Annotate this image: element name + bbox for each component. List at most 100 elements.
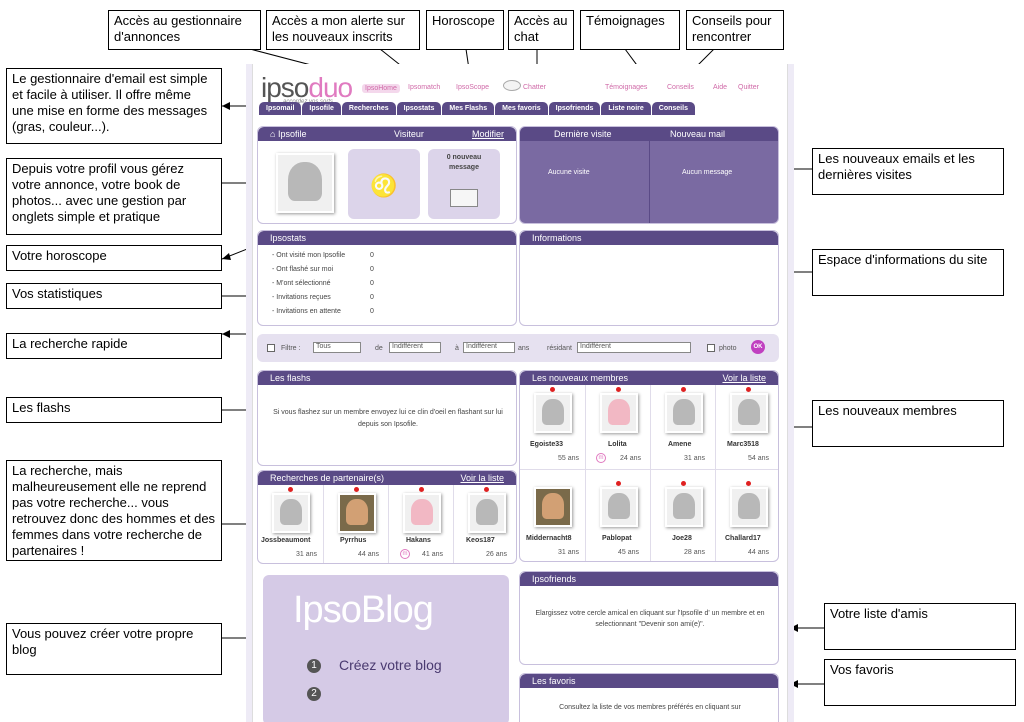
member-name[interactable]: Amene bbox=[668, 441, 692, 448]
member-name[interactable]: Middernacht8 bbox=[526, 535, 572, 542]
partner-name[interactable]: Keos187 bbox=[466, 537, 495, 544]
stat-label[interactable]: - Ont flashé sur moi bbox=[272, 266, 334, 273]
informations-header: Informations bbox=[520, 231, 778, 245]
favorites-panel: Les favoris Consultez la liste de vos me… bbox=[519, 673, 779, 722]
zodiac-icon: ♌ bbox=[370, 173, 398, 198]
tab-ipsofriends[interactable]: Ipsofriends bbox=[548, 102, 601, 115]
callout-flashs: Les flashs bbox=[6, 397, 222, 423]
new-mail-heading: Nouveau mail bbox=[670, 129, 726, 139]
col-divider bbox=[650, 385, 651, 561]
partner-photo[interactable] bbox=[272, 493, 310, 533]
toplink-chatter[interactable]: Chatter bbox=[523, 84, 546, 91]
toplink-ipsomatch[interactable]: Ipsomatch bbox=[408, 84, 441, 91]
pin-icon bbox=[681, 387, 686, 392]
toplink-aide[interactable]: Aide bbox=[713, 84, 728, 91]
modify-link[interactable]: Modifier bbox=[471, 129, 504, 139]
favorites-header: Les favoris bbox=[520, 674, 778, 688]
tab-mes-flashs[interactable]: Mes Flashs bbox=[442, 102, 495, 115]
tab-liste-noire[interactable]: Liste noire bbox=[601, 102, 651, 115]
create-blog-text: Créez votre blog bbox=[339, 657, 442, 673]
stat-label[interactable]: - M'ont sélectionné bbox=[272, 280, 331, 287]
member-photo[interactable] bbox=[534, 393, 572, 433]
message-widget[interactable]: 0 nouveau message bbox=[428, 149, 500, 219]
tab-ipsostats[interactable]: Ipsostats bbox=[396, 102, 442, 115]
stat-value: 0 bbox=[370, 266, 374, 273]
tab-mes-favoris[interactable]: Mes favoris bbox=[495, 102, 548, 115]
main-nav-tabs: Ipsomail Ipsofile Recherches Ipsostats M… bbox=[259, 102, 695, 115]
no-visit-text: Aucune visite bbox=[548, 169, 590, 176]
member-name[interactable]: Pablopat bbox=[602, 535, 632, 542]
visits-header: Dernière visite Nouveau mail bbox=[520, 127, 778, 141]
flashs-text: Si vous flashez sur un membre envoyez lu… bbox=[273, 409, 503, 428]
member-name[interactable]: Lolita bbox=[608, 441, 627, 448]
toplink-quitter[interactable]: Quitter bbox=[738, 84, 760, 91]
ok-button[interactable]: OK bbox=[751, 340, 765, 354]
callout-new-members-alert: Accès a mon alerte sur les nouveaux insc… bbox=[266, 10, 420, 50]
partner-search-header: Recherches de partenaire(s)Voir la liste bbox=[258, 471, 516, 485]
profile-photo[interactable] bbox=[276, 153, 334, 213]
member-age: 24 ans bbox=[620, 455, 642, 462]
toplink-ipsohome[interactable]: IpsoHome bbox=[362, 84, 400, 93]
tab-recherches[interactable]: Recherches bbox=[341, 102, 396, 115]
tab-conseils[interactable]: Conseils bbox=[651, 102, 695, 115]
member-photo[interactable] bbox=[665, 487, 703, 527]
member-age: 45 ans bbox=[618, 549, 640, 556]
tab-ipsomail[interactable]: Ipsomail bbox=[259, 102, 302, 115]
member-photo[interactable] bbox=[600, 487, 638, 527]
partner-photo[interactable] bbox=[338, 493, 376, 533]
photo-label: photo bbox=[719, 345, 737, 352]
stat-label[interactable]: - Invitations en attente bbox=[272, 308, 341, 315]
gender-select[interactable]: Tous bbox=[313, 342, 361, 353]
member-name[interactable]: Challard17 bbox=[725, 535, 761, 542]
partner-photo[interactable] bbox=[468, 493, 506, 533]
stat-value: 0 bbox=[370, 308, 374, 315]
partner-list-link[interactable]: Voir la liste bbox=[460, 473, 504, 483]
member-name[interactable]: Marc3518 bbox=[727, 441, 759, 448]
photo-checkbox[interactable] bbox=[707, 344, 715, 352]
new-members-list-link[interactable]: Voir la liste bbox=[722, 373, 766, 383]
partner-name[interactable]: Hakans bbox=[406, 537, 431, 544]
female-icon: m bbox=[400, 549, 410, 559]
pin-icon bbox=[681, 481, 686, 486]
toplink-conseils[interactable]: Conseils bbox=[667, 84, 694, 91]
toplink-ipsoscope[interactable]: IpsoScope bbox=[456, 84, 490, 91]
member-age: 54 ans bbox=[748, 455, 770, 462]
member-photo[interactable] bbox=[600, 393, 638, 433]
partner-photo[interactable] bbox=[403, 493, 441, 533]
member-photo[interactable] bbox=[730, 487, 768, 527]
stat-value: 0 bbox=[370, 252, 374, 259]
filter-checkbox[interactable] bbox=[267, 344, 275, 352]
row-divider bbox=[520, 469, 778, 470]
tab-ipsofile[interactable]: Ipsofile bbox=[302, 102, 341, 115]
toplink-temoignages[interactable]: Témoignages bbox=[605, 84, 648, 91]
chat-bubble-icon[interactable] bbox=[503, 80, 521, 91]
member-photo[interactable] bbox=[665, 393, 703, 433]
callout-quick-search: La recherche rapide bbox=[6, 333, 222, 359]
ipsoblog-banner[interactable]: IpsoBlog 1 Créez votre blog 2 bbox=[263, 575, 509, 722]
member-age: 44 ans bbox=[748, 549, 770, 556]
resident-label: résidant bbox=[547, 345, 572, 352]
member-photo[interactable] bbox=[730, 393, 768, 433]
partner-name[interactable]: Pyrrhus bbox=[340, 537, 367, 544]
message-label: message bbox=[449, 164, 479, 171]
member-photo[interactable] bbox=[534, 487, 572, 527]
partner-age: 26 ans bbox=[486, 551, 508, 558]
col-divider bbox=[323, 485, 324, 563]
stat-label[interactable]: - Ont visité mon Ipsofile bbox=[272, 252, 346, 259]
ipsofile-status: Visiteur bbox=[394, 129, 424, 139]
region-select[interactable]: Indifférent bbox=[577, 342, 691, 353]
member-name[interactable]: Egoiste33 bbox=[530, 441, 564, 448]
callout-horoscope: Horoscope bbox=[426, 10, 504, 50]
ipsofriends-header: Ipsofriends bbox=[520, 572, 778, 586]
stat-label[interactable]: - Invitations reçues bbox=[272, 294, 331, 301]
no-message-text: Aucun message bbox=[682, 169, 733, 176]
age-to-select[interactable]: Indifférent bbox=[463, 342, 515, 353]
stat-value: 0 bbox=[370, 280, 374, 287]
horoscope-widget[interactable]: ♌ bbox=[348, 149, 420, 219]
partner-name[interactable]: Jossbeaumont bbox=[261, 537, 311, 544]
age-from-select[interactable]: Indifférent bbox=[389, 342, 441, 353]
favorites-text: Consultez la liste de vos membres préfér… bbox=[559, 704, 741, 711]
member-name[interactable]: Joe28 bbox=[672, 535, 692, 542]
quick-search-bar: Filtre : Tous de Indifférent à Indiffére… bbox=[257, 334, 779, 362]
